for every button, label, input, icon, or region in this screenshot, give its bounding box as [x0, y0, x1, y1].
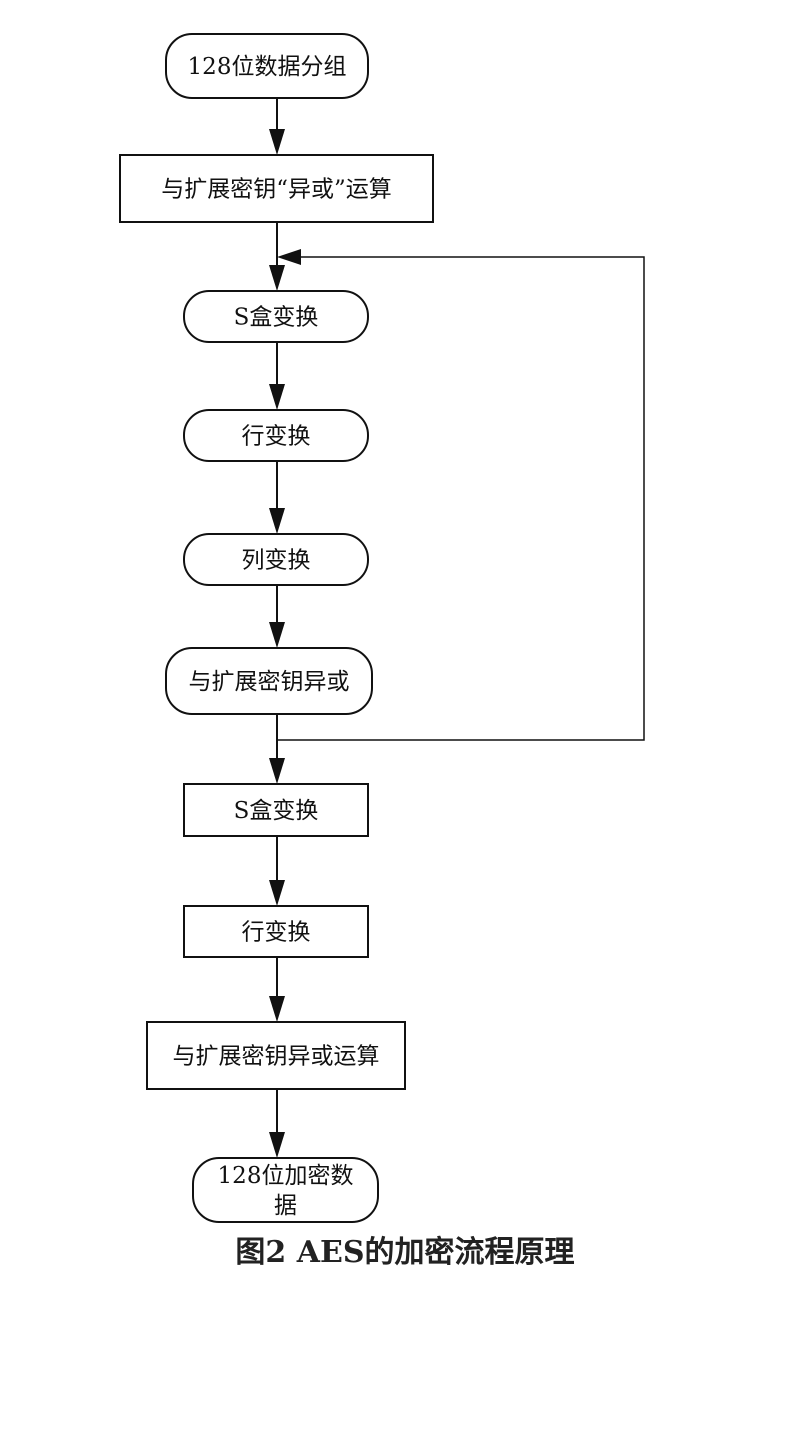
flow-edge — [269, 836, 285, 906]
node-label: S盒变换 — [234, 798, 319, 824]
node-box — [183, 533, 369, 586]
loop-line — [277, 256, 645, 741]
node-box — [146, 1021, 406, 1090]
node-box — [183, 409, 369, 462]
node-label: 与扩展密钥“异或”运算 — [161, 177, 392, 203]
arrowhead — [269, 384, 285, 410]
flow-node-n3: S盒变换 — [183, 290, 369, 343]
node-label: 128位加密数 — [218, 1163, 354, 1189]
flow-node-n4: 行变换 — [183, 409, 369, 462]
node-label: 行变换 — [242, 920, 311, 946]
node-box — [183, 783, 369, 837]
flow-node-n7: S盒变换 — [183, 783, 369, 837]
flow-node-n1: 128位数据分组 — [165, 33, 369, 99]
arrowhead — [269, 996, 285, 1022]
node-box — [183, 290, 369, 343]
flow-node-n6: 与扩展密钥异或 — [165, 647, 373, 715]
node-label: 与扩展密钥异或运算 — [173, 1044, 380, 1070]
edges-layer — [269, 98, 645, 1158]
flow-node-n2: 与扩展密钥“异或”运算 — [119, 154, 434, 223]
flow-edge — [269, 222, 285, 291]
node-label: 列变换 — [242, 548, 311, 574]
flow-edge — [269, 714, 285, 784]
node-label: 行变换 — [242, 424, 311, 450]
node-box — [165, 33, 369, 99]
flow-edge — [269, 1089, 285, 1158]
node-box — [165, 647, 373, 715]
node-box — [119, 154, 434, 223]
node-box — [192, 1157, 379, 1223]
arrowhead — [269, 880, 285, 906]
node-label: S盒变换 — [234, 305, 319, 331]
figure-caption: 图2 AES的加密流程原理 — [235, 1235, 574, 1270]
flow-node-n8: 行变换 — [183, 905, 369, 958]
nodes-layer: 128位数据分组与扩展密钥“异或”运算S盒变换行变换列变换与扩展密钥异或S盒变换… — [119, 33, 434, 1223]
flow-edge — [269, 342, 285, 410]
arrowhead — [269, 508, 285, 534]
flow-edge — [269, 585, 285, 648]
node-label: 128位数据分组 — [188, 54, 347, 80]
flow-edge — [269, 461, 285, 534]
arrowhead — [269, 758, 285, 784]
loop-edge — [277, 249, 645, 741]
arrowhead — [269, 1132, 285, 1158]
flow-edge — [269, 957, 285, 1022]
node-label: 据 — [274, 1193, 297, 1219]
arrowhead — [269, 129, 285, 155]
flow-node-n5: 列变换 — [183, 533, 369, 586]
node-box — [183, 905, 369, 958]
flow-edge — [269, 98, 285, 155]
arrowhead — [269, 265, 285, 291]
flow-node-n9: 与扩展密钥异或运算 — [146, 1021, 406, 1090]
arrowhead — [269, 622, 285, 648]
node-label: 与扩展密钥异或 — [189, 669, 350, 695]
arrowhead — [277, 249, 301, 265]
